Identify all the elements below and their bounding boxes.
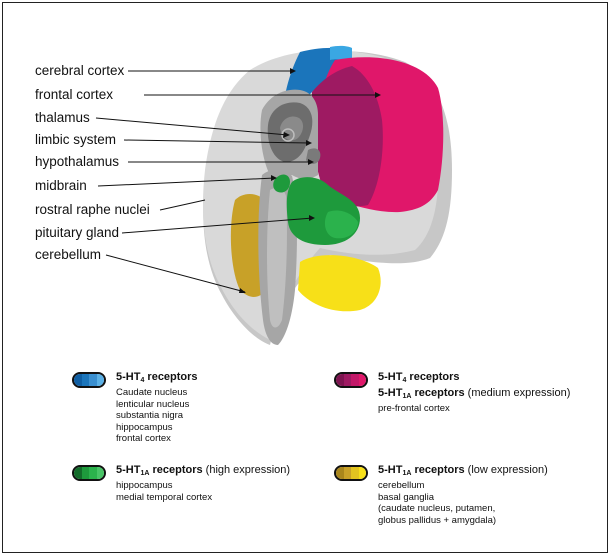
region-brainstem-light — [267, 188, 287, 328]
leader-lines — [95, 70, 375, 293]
legend-ht1a-low-line: cerebellum — [378, 480, 425, 491]
legend-ht4-line: Caudate nucleus — [116, 387, 188, 398]
legend-ht4-ht1a-line: pre-frontal cortex — [378, 403, 450, 414]
legend-ht4-line: lenticular nucleus — [116, 398, 190, 410]
legend-ht1a-low-line: globus pallidus + amygdala) — [378, 514, 497, 526]
legend-ht4-ht1a-note: (medium expression) — [464, 387, 571, 399]
region-overlap-purple — [312, 66, 383, 207]
label-frontal-cortex: frontal cortex — [35, 87, 114, 102]
label-hypothalamus: hypothalamus — [35, 154, 120, 169]
region-midbrain-green — [273, 174, 290, 193]
legend-ht4-suffix: receptors — [144, 371, 198, 383]
legend-ht1a-high-note: (high expression) — [202, 464, 291, 476]
legend-swatch-blue — [72, 372, 106, 388]
label-rostral-raphe-nuclei: rostral raphe nuclei — [35, 202, 150, 217]
legend-ht4-line: frontal cortex — [116, 433, 171, 444]
label-cerebral-cortex: cerebral cortex — [35, 63, 125, 78]
legend-ht4: 5-HT4 receptors Caudate nucleus lenticul… — [116, 371, 316, 445]
legend-ht1a-low-sub: 1A — [402, 470, 412, 477]
legend-ht1a-low: 5-HT1A receptors (low expression) cerebe… — [378, 464, 603, 526]
legend-ht4-sub: 4 — [140, 377, 145, 384]
legend-ht4-prefix: 5-HT — [116, 371, 141, 383]
legend-ht4-ht1a-suffix: receptors — [406, 371, 460, 383]
region-pituitary-light — [324, 210, 358, 239]
legend-ht4-ht1a-prefix: 5-HT — [378, 371, 403, 383]
thalamus-marker — [281, 128, 295, 142]
label-limbic-system: limbic system — [35, 132, 117, 147]
legend-ht1a-high-suffix: receptors — [149, 464, 203, 476]
legend-ht1a-high: 5-HT1A receptors (high expression) hippo… — [116, 464, 331, 503]
legend-swatch-magenta — [334, 372, 368, 388]
legend-ht1a-low-line: (caudate nucleus, putamen, — [378, 503, 496, 514]
legend-ht4-ht1a: 5-HT4 receptors 5-HT1A receptors (medium… — [378, 371, 603, 415]
label-pituitary-gland: pituitary gland — [35, 225, 120, 240]
legend-ht1a-high-prefix: 5-HT — [116, 464, 141, 476]
legend-ht1a-high-sub: 1A — [140, 470, 150, 477]
legend-ht4-line: substantia nigra — [116, 410, 184, 421]
legend-swatch-green — [72, 465, 106, 481]
legend-ht1a-high-line: medial temporal cortex — [116, 491, 213, 503]
legend-ht1a-high-line: hippocampus — [116, 480, 173, 491]
legend-ht4-ht1a-suffix2: receptors — [411, 387, 465, 399]
region-cerebellum-yellow — [298, 255, 381, 312]
legend-ht4-ht1a-sub2: 1A — [402, 393, 412, 400]
legend-ht1a-low-prefix: 5-HT — [378, 464, 403, 476]
legend-swatch-yellow — [334, 465, 368, 481]
label-cerebellum: cerebellum — [35, 247, 102, 262]
label-midbrain: midbrain — [35, 178, 87, 193]
legend-ht1a-low-suffix: receptors — [411, 464, 465, 476]
legend-ht1a-low-note: (low expression) — [464, 464, 548, 476]
label-thalamus: thalamus — [35, 110, 90, 125]
legend-ht4-ht1a-prefix2: 5-HT — [378, 387, 403, 399]
leader-arrowheads — [239, 68, 381, 293]
legend-ht4-ht1a-sub: 4 — [402, 377, 407, 384]
legend-ht4-line: hippocampus — [116, 421, 173, 433]
figure-frame — [2, 2, 608, 553]
legend-ht1a-low-line: basal ganglia — [378, 491, 434, 503]
